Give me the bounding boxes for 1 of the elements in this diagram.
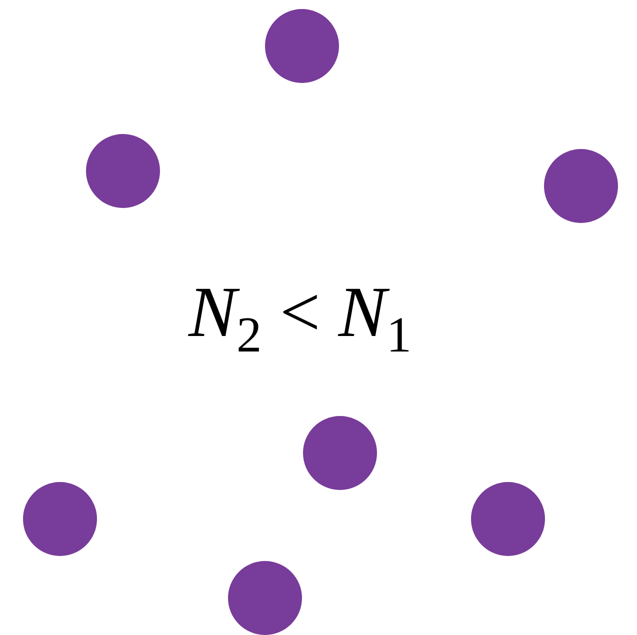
inequality-formula: N$_{2}$ < N$_{1}$	[188, 276, 412, 360]
